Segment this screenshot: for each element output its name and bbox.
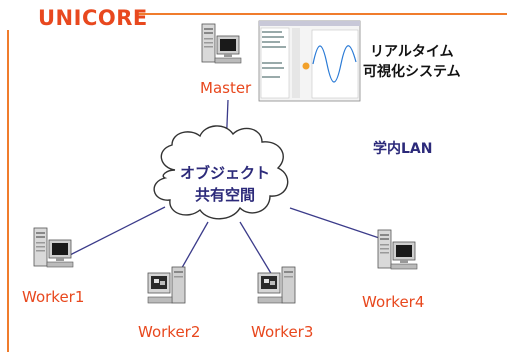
master-computer-icon: [201, 23, 242, 64]
worker4-label: Worker4: [362, 293, 425, 311]
frame-left-rule: [7, 30, 9, 352]
worker2-computer-icon: [147, 266, 186, 304]
cloud-label: オブジェクト 共有空間: [170, 162, 280, 206]
system-caption: リアルタイム 可視化システム: [363, 42, 461, 82]
link-worker4: [289, 207, 386, 241]
app-title: UNICORE: [38, 6, 148, 30]
worker3-label: Worker3: [251, 323, 314, 341]
system-caption-line2: 可視化システム: [363, 64, 461, 80]
frame-top-rule: [138, 13, 507, 15]
worker2-label: Worker2: [138, 323, 201, 341]
worker1-label: Worker1: [22, 288, 85, 306]
worker3-computer-icon: [257, 266, 296, 304]
worker1-computer-icon: [33, 227, 74, 268]
master-label: Master: [200, 79, 252, 97]
system-caption-line1: リアルタイム: [370, 44, 454, 60]
visualization-window-thumbnail: [258, 20, 361, 102]
lan-label: 学内LAN: [373, 141, 433, 157]
cloud-shape: [153, 125, 289, 220]
cloud-label-line1: オブジェクト: [179, 164, 270, 182]
link-worker1: [69, 206, 166, 256]
cloud-label-line2: 共有空間: [194, 186, 255, 204]
link-worker3: [239, 221, 276, 281]
worker4-computer-icon: [377, 229, 418, 270]
